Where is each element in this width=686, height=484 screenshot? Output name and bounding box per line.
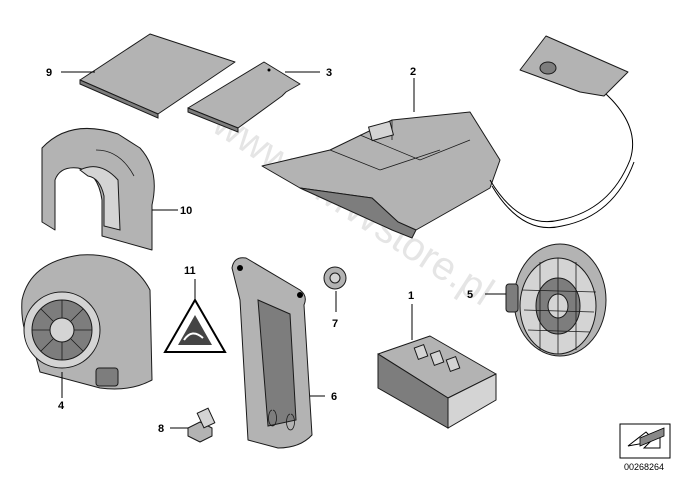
callout-4: 4 — [58, 400, 65, 412]
callout-6: 6 — [331, 391, 337, 403]
callout-3: 3 — [326, 67, 332, 79]
part-2-cable-antenna — [489, 35, 635, 229]
callout-10: 10 — [180, 205, 192, 217]
part-2-bracket-assembly — [261, 111, 501, 239]
part-4-speaker — [21, 254, 153, 390]
callout-5: 5 — [467, 289, 473, 301]
callout-11: 11 — [184, 265, 196, 277]
callout-1: 1 — [408, 290, 414, 302]
part-8-screw — [187, 407, 216, 443]
part-9-pad — [79, 33, 236, 119]
part-6-bracket — [231, 257, 313, 449]
callout-9: 9 — [46, 67, 52, 79]
part-3-panel — [187, 61, 301, 133]
callout-7: 7 — [332, 318, 338, 330]
callout-2: 2 — [410, 66, 416, 78]
part-5-speaker — [505, 243, 607, 357]
diagram-code: 00268264 — [624, 462, 664, 472]
warning-triangle-icon — [163, 297, 227, 353]
part-10-cover — [41, 128, 155, 251]
arrow-icon — [627, 427, 665, 449]
part-1-module — [377, 335, 497, 429]
part-7-nut — [323, 266, 347, 290]
callout-labels: 9 3 2 10 11 5 1 7 6 4 8 — [46, 66, 473, 435]
callout-8: 8 — [158, 423, 164, 435]
leader-lines — [61, 71, 506, 429]
catalog-box: 00268264 — [619, 423, 671, 472]
